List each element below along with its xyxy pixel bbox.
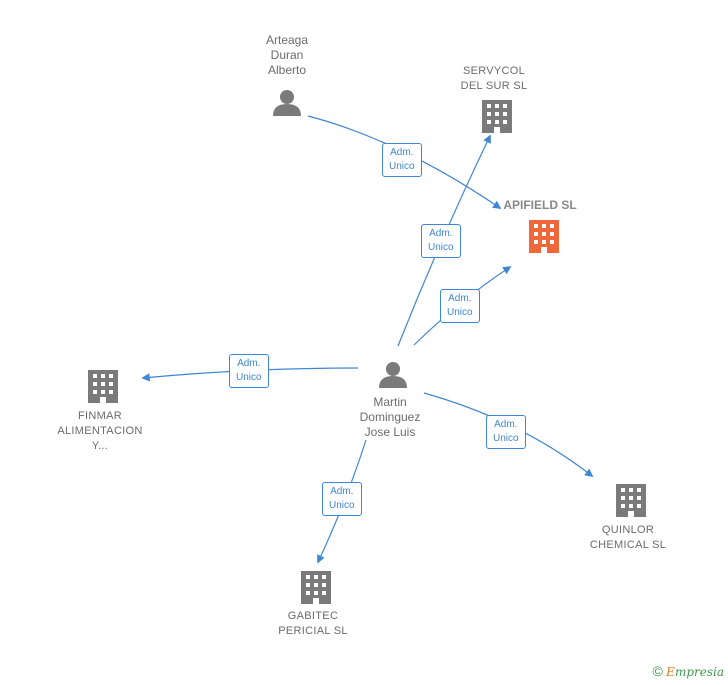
edge-label-martin-apifield: Adm. Unico xyxy=(440,289,480,323)
edge-label-martin-servycol: Adm. Unico xyxy=(421,224,461,258)
building-icon-quinlor[interactable] xyxy=(616,484,646,517)
edge-label-martin-quinlor: Adm. Unico xyxy=(486,415,526,449)
building-icon-finmar[interactable] xyxy=(88,370,118,403)
edge-label-arteaga-apifield: Adm. Unico xyxy=(382,143,422,177)
node-label-finmar[interactable]: FINMAR ALIMENTACION Y... xyxy=(57,410,143,452)
brand-rest: mpresia xyxy=(674,665,724,679)
building-icon-gabitec[interactable] xyxy=(301,571,331,604)
building-icon-servycol[interactable] xyxy=(482,100,512,133)
edge-label-martin-gabitec: Adm. Unico xyxy=(322,482,362,516)
copyright-footer: © Empresia xyxy=(653,663,725,679)
copyright-symbol: © xyxy=(652,663,663,679)
node-label-quinlor[interactable]: QUINLOR CHEMICAL SL xyxy=(589,524,667,551)
node-label-gabitec[interactable]: GABITEC PERICIAL SL xyxy=(278,610,348,637)
brand-initial: E xyxy=(666,665,675,679)
building-icon-apifield[interactable] xyxy=(529,220,559,253)
node-label-servycol[interactable]: SERVYCOL DEL SUR SL xyxy=(460,65,528,92)
node-label-arteaga[interactable]: Arteaga Duran Alberto xyxy=(265,33,309,77)
edge-label-martin-finmar: Adm. Unico xyxy=(229,354,269,388)
person-icon-martin[interactable] xyxy=(379,362,407,388)
node-label-martin[interactable]: Martin Dominguez Jose Luis xyxy=(359,395,421,439)
node-label-apifield[interactable]: APIFIELD SL xyxy=(503,198,577,212)
brand-logo[interactable]: Empresia xyxy=(666,665,724,679)
person-icon-arteaga[interactable] xyxy=(273,90,301,116)
